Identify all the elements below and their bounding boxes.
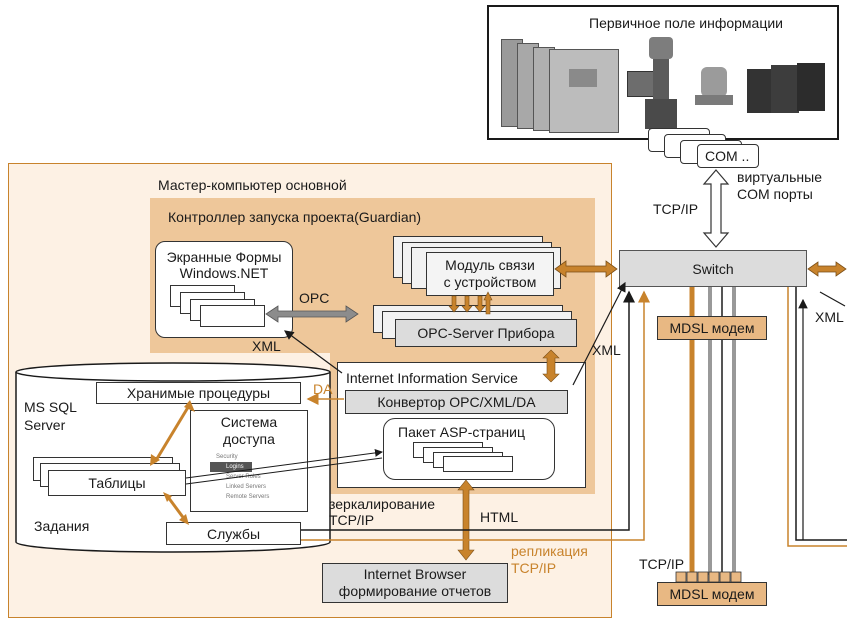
opc-iis-arrow (543, 350, 559, 382)
tcpip-top-arrow (704, 170, 728, 247)
xml-right-label: XML (815, 309, 844, 325)
opc-label: OPC (299, 290, 329, 306)
xml-mid-line (573, 283, 625, 385)
xml-mid-label: XML (592, 342, 621, 358)
sql-internal-arrows (155, 404, 190, 520)
xml-left-label: XML (252, 338, 281, 354)
html-arrow (458, 480, 474, 560)
asp-link-1 (186, 452, 382, 478)
xml-right-line (820, 292, 845, 306)
tcpip-bottom-label: TCP/IP (639, 556, 684, 572)
module-opc-arrows (449, 292, 492, 314)
da-label: DA (313, 381, 332, 397)
replication-label: репликация TCP/IP (511, 543, 588, 577)
tcpip-top-label: TCP/IP (653, 201, 698, 217)
xml-left-line (285, 331, 342, 373)
mirroring-label: зеркалирование TCP/IP (329, 496, 435, 528)
html-label: HTML (480, 509, 518, 525)
switch-right-arrow (808, 262, 846, 276)
asp-link-2 (186, 458, 382, 484)
opc-arrow (266, 306, 358, 322)
module-switch-arrow (555, 261, 617, 277)
